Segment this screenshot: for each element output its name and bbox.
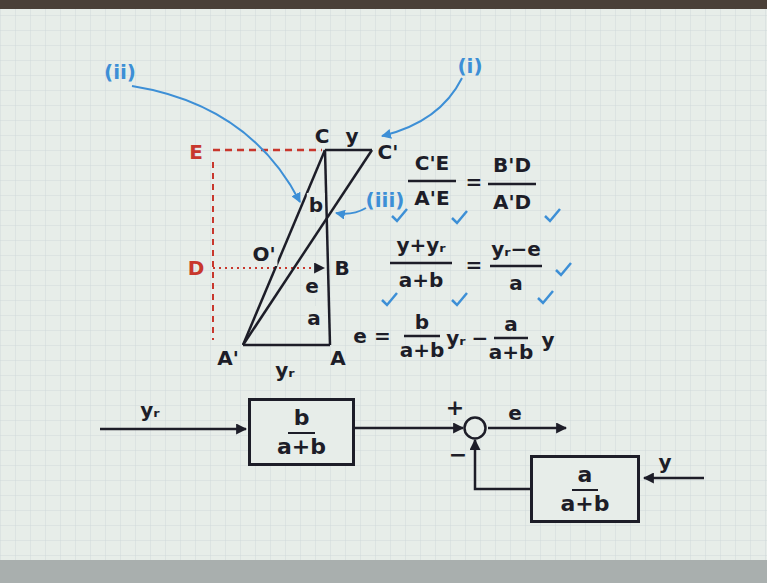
- fraction-bar: [404, 335, 440, 338]
- point-label: y: [343, 124, 360, 148]
- point-label: yᵣ: [273, 358, 296, 382]
- point-label: O': [250, 242, 277, 266]
- construction-line: [212, 162, 214, 340]
- equation-term: a+b: [398, 338, 447, 362]
- lever-line: [325, 149, 372, 152]
- signal-name: y: [656, 450, 673, 474]
- summing-circle: [463, 416, 487, 440]
- gain-term: a+b: [560, 491, 609, 516]
- callout-number: (ii): [102, 60, 138, 84]
- grid-paper: [0, 0, 767, 560]
- check-mark: [538, 291, 553, 303]
- point-label: C: [313, 124, 332, 148]
- fraction-bar: [490, 265, 542, 268]
- point-label: C': [376, 140, 401, 164]
- signal-arrow: [488, 427, 566, 430]
- check-mark: [452, 293, 467, 305]
- point-label: E: [187, 140, 205, 164]
- gain-term: a: [572, 462, 599, 490]
- signal-connector: [355, 427, 463, 430]
- fraction-bar: [390, 262, 452, 265]
- leader-line: [382, 78, 462, 136]
- gain-term: a+b: [277, 434, 326, 459]
- equation-term: A'D: [491, 190, 533, 214]
- leader-line: [132, 86, 300, 202]
- summing-circle: [465, 418, 486, 439]
- check-mark: [545, 209, 560, 221]
- point-label: A: [328, 346, 347, 370]
- point-label: b: [307, 193, 325, 217]
- point-label: a: [305, 306, 323, 330]
- leader-line: [336, 208, 366, 214]
- fraction-bar: [494, 337, 528, 340]
- point-label: B: [332, 256, 351, 280]
- equation-term: a+b: [487, 340, 536, 364]
- construction-line: [213, 267, 324, 269]
- signal-arrow: [100, 428, 246, 431]
- equation-term: y+yᵣ: [394, 233, 447, 257]
- summing-junction: +−: [463, 416, 487, 440]
- equation-term: a+b: [397, 268, 446, 292]
- equation-term: a: [502, 312, 520, 336]
- callout-number: (iii): [364, 188, 407, 212]
- equation-term: yᵣ: [444, 326, 467, 350]
- lever-line: [325, 150, 330, 345]
- fraction-bar: [488, 183, 536, 186]
- fraction-bar: [408, 180, 456, 183]
- equation-term: y: [539, 328, 556, 352]
- signal-connector: [475, 440, 530, 489]
- check-mark: [452, 211, 467, 223]
- lever-line: [243, 150, 372, 345]
- gain-term: b: [288, 405, 316, 433]
- gain-block: ba+b: [248, 398, 355, 466]
- bottom-band: [0, 560, 767, 583]
- construction-line: [213, 149, 322, 152]
- equation-term: C'E: [413, 151, 451, 175]
- equation-term: =: [464, 253, 485, 277]
- equation-term: A'E: [412, 186, 451, 210]
- top-band: [0, 0, 767, 9]
- equation-term: yᵣ−e: [489, 237, 543, 261]
- point-label: A': [215, 346, 241, 370]
- signal-name: yᵣ: [138, 398, 161, 422]
- lever-line: [243, 150, 325, 345]
- signal-arrow: [644, 477, 704, 480]
- equation-term: =: [464, 170, 485, 194]
- lever-line: [243, 344, 330, 347]
- equation-term: e =: [351, 324, 392, 348]
- equation-term: b: [413, 310, 431, 334]
- point-label: e: [303, 274, 321, 298]
- callout-number: (i): [455, 54, 484, 78]
- equation-term: −: [470, 326, 491, 350]
- gain-block: aa+b: [530, 455, 640, 523]
- signal-name: e: [506, 401, 524, 425]
- check-mark: [556, 263, 571, 275]
- sign-mark: +: [446, 395, 464, 420]
- point-label: D: [186, 256, 207, 280]
- equation-term: B'D: [491, 153, 533, 177]
- sign-mark: −: [449, 442, 467, 467]
- equation-term: a: [507, 271, 525, 295]
- check-mark: [382, 293, 397, 305]
